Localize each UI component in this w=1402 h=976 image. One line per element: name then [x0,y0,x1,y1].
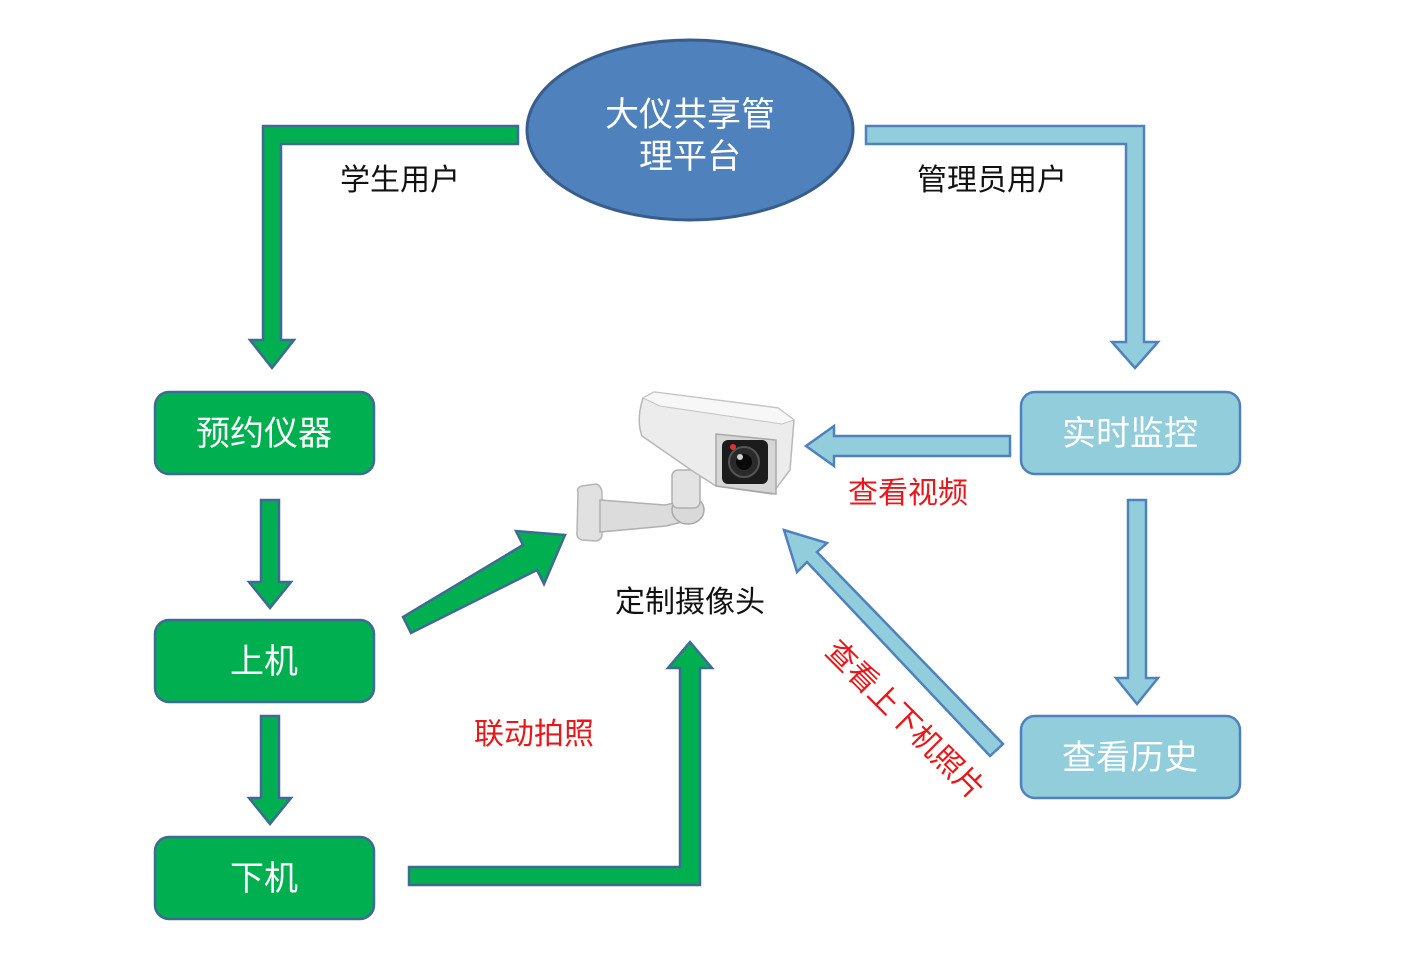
arrow-history-to-camera [782,528,1005,758]
node-logout-label: 下机 [230,859,298,899]
arrow-login-to-camera [401,529,567,635]
node-reserve-label: 预约仪器 [196,414,332,454]
arrow-login-to-logout [246,714,294,826]
arrow-hub-to-monitor [864,124,1161,370]
node-realtime-monitor: 实时监控 [1019,390,1242,476]
hub-node: 大仪共享管 理平台 [525,38,855,222]
node-logout: 下机 [153,835,376,921]
node-monitor-label: 实时监控 [1062,414,1198,454]
node-history-label: 查看历史 [1062,738,1198,778]
student-user-label: 学生用户 [340,163,460,198]
view-video-label: 查看视频 [848,476,968,511]
admin-user-label: 管理员用户 [917,163,1067,198]
hub-title-line1: 大仪共享管 [605,95,775,135]
camera-label: 定制摄像头 [615,585,765,620]
node-login: 上机 [153,618,376,704]
hub-title-line2: 理平台 [639,137,741,177]
node-login-label: 上机 [230,642,298,682]
arrow-monitor-to-history [1113,498,1161,706]
arrow-hub-to-reserve [247,124,520,371]
node-reserve-instrument: 预约仪器 [153,390,376,476]
node-view-history: 查看历史 [1019,714,1242,800]
arrow-reserve-to-login [246,498,294,610]
arrow-monitor-to-camera [803,423,1012,469]
arrow-logout-to-camera [407,640,715,887]
security-camera-icon [576,391,796,542]
linked-photo-label: 联动拍照 [474,717,594,752]
